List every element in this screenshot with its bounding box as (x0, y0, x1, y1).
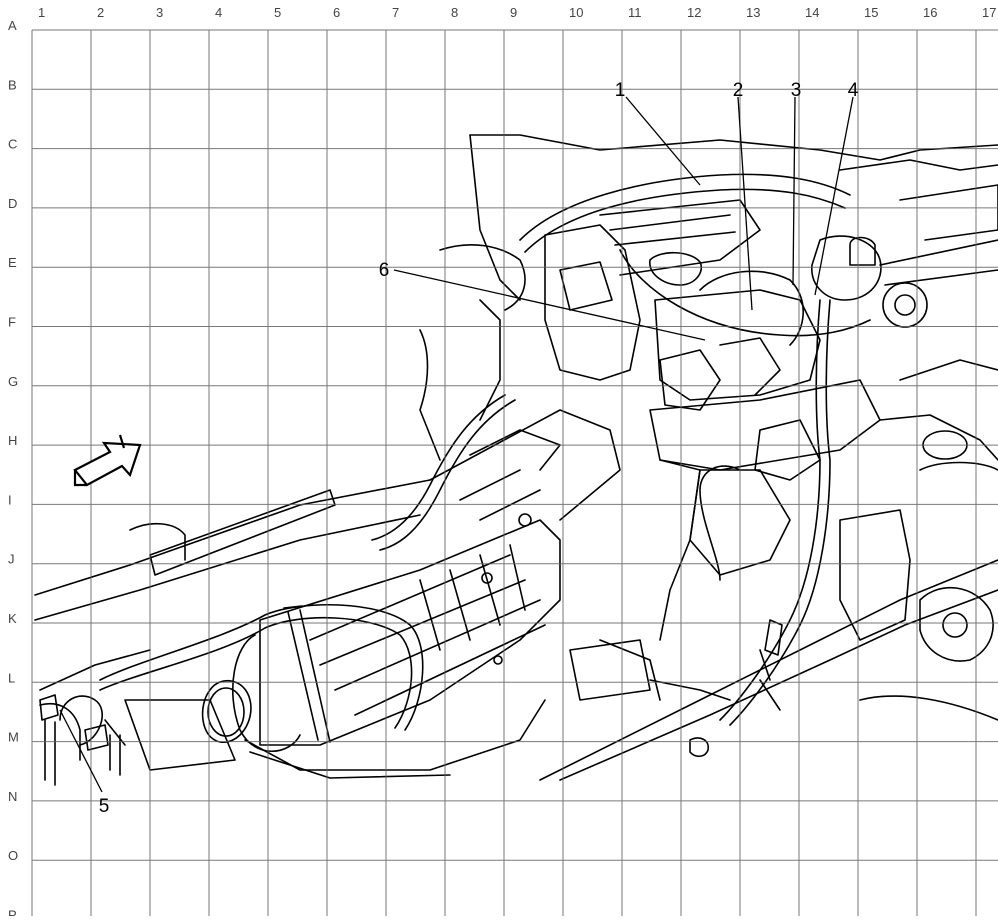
grid-column-label: 8 (451, 5, 458, 20)
leader-3 (792, 96, 796, 286)
grid-row-label: K (8, 611, 17, 626)
transmission (201, 409, 621, 779)
grid-row-label: G (8, 374, 18, 389)
grid-column-label: 16 (923, 5, 937, 20)
grid-column-label: 13 (746, 5, 760, 20)
harness-connector-5 (39, 694, 126, 751)
callout-labels: 1 2 3 4 5 6 (99, 80, 859, 817)
grid-row-label: M (8, 730, 19, 745)
front-arrow-icon (73, 434, 142, 487)
grid-column-label: 6 (333, 5, 340, 20)
grid-column-label: 4 (215, 5, 222, 20)
leader-5 (59, 709, 103, 793)
grid-row-label: A (8, 18, 17, 33)
grid-row-label: E (8, 255, 17, 270)
leader-1 (625, 96, 701, 186)
callout-2: 2 (733, 80, 744, 101)
grid-row-label: O (8, 848, 18, 863)
grid-column-label: 10 (569, 5, 583, 20)
grid-row-label: H (8, 433, 17, 448)
grid-row-label: C (8, 137, 17, 152)
grid-row-label: J (8, 552, 15, 567)
grid-column-label: 2 (97, 5, 104, 20)
grid-row-label: L (8, 670, 15, 685)
grid-row-label: P (8, 908, 17, 917)
engine-transmission-drawing (34, 134, 998, 786)
callout-1: 1 (615, 80, 626, 101)
grid-column-label: 1 (38, 5, 45, 20)
frame-rail-right (539, 461, 998, 781)
callout-5: 5 (99, 796, 110, 817)
grid-column-label: 5 (274, 5, 281, 20)
grid-column-label: 14 (805, 5, 819, 20)
grid-row-labels: A B C D E F G H I J K L M N O P (8, 18, 19, 921)
grid-column-label: 17 (982, 5, 996, 20)
grid-row-label: F (8, 315, 16, 330)
grid-column-label: 9 (510, 5, 517, 20)
callout-leaders (59, 96, 854, 793)
cooler-lines (44, 603, 424, 786)
callout-6: 6 (379, 260, 390, 281)
grid-row-label: N (8, 789, 17, 804)
grid-column-label: 3 (156, 5, 163, 20)
reference-grid (31, 29, 998, 916)
callout-4: 4 (848, 80, 859, 101)
leader-4 (814, 96, 854, 296)
grid-row-label: D (8, 196, 17, 211)
grid-row-label: B (8, 77, 17, 92)
grid-column-label: 11 (628, 5, 642, 20)
grid-row-label: I (8, 492, 12, 507)
grid-column-label: 7 (392, 5, 399, 20)
leader-2 (737, 96, 753, 311)
grid-column-label: 15 (864, 5, 878, 20)
callout-3: 3 (791, 80, 802, 101)
engine-harness (371, 173, 871, 726)
dipstick-tube (283, 605, 331, 743)
frame-rail-left (34, 479, 431, 771)
leader-6 (393, 269, 706, 341)
engine-block (419, 134, 998, 641)
grid-column-label: 12 (687, 5, 701, 20)
